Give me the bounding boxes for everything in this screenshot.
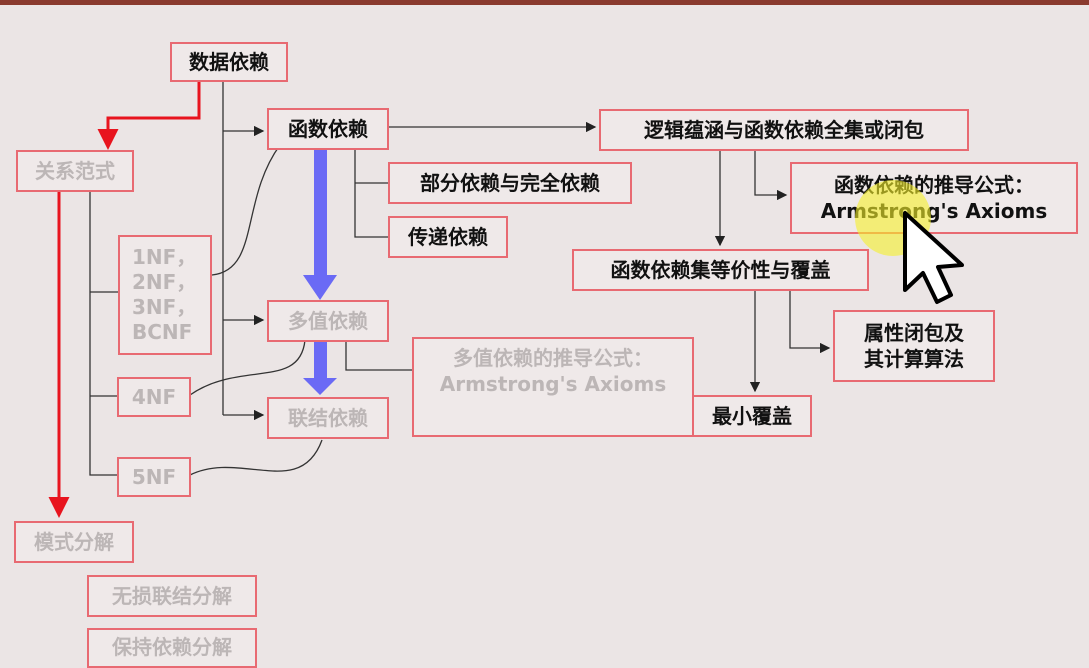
- mvd-axioms-line1: 多值依赖的推导公式：: [453, 346, 653, 370]
- node-lossless-join: 无损联结分解: [87, 575, 257, 617]
- node-fd-axioms: 函数依赖的推导公式： Armstrong's Axioms: [790, 162, 1078, 234]
- node-join-dependency: 联结依赖: [267, 397, 389, 439]
- node-data-dependency: 数据依赖: [170, 42, 288, 82]
- node-schema-decomposition: 模式分解: [14, 521, 134, 563]
- node-attribute-closure: 属性闭包及 其计算算法: [833, 310, 995, 382]
- node-multivalued-dependency: 多值依赖: [267, 300, 389, 342]
- node-mvd-axioms: 多值依赖的推导公式： Armstrong's Axioms: [412, 337, 694, 437]
- node-minimal-cover: 最小覆盖: [692, 395, 812, 437]
- node-relational-normal-forms: 关系范式: [16, 150, 134, 192]
- blue-arrows: [303, 150, 337, 395]
- node-transitive-dependency: 传递依赖: [388, 216, 508, 258]
- mvd-axioms-line2: Armstrong's Axioms: [439, 372, 667, 396]
- fd-axioms-line2: Armstrong's Axioms: [820, 199, 1048, 223]
- slide-top-bar: [0, 0, 1089, 5]
- nf-bcnf: BCNF: [132, 320, 193, 344]
- red-arrow-to-normal-forms: [97, 82, 201, 150]
- node-partial-full-dependency: 部分依赖与完全依赖: [388, 162, 632, 204]
- node-equivalence-cover: 函数依赖集等价性与覆盖: [572, 249, 869, 291]
- attribute-closure-line2: 其计算算法: [864, 347, 964, 371]
- nf-1: 1NF，: [132, 245, 197, 269]
- attribute-closure-line1: 属性闭包及: [864, 321, 964, 345]
- fd-axioms-line1: 函数依赖的推导公式：: [834, 173, 1034, 197]
- nf-3: 3NF，: [132, 295, 197, 319]
- node-logical-implication: 逻辑蕴涵与函数依赖全集或闭包: [599, 109, 969, 151]
- node-4nf: 4NF: [117, 377, 191, 417]
- nf-2: 2NF，: [132, 270, 197, 294]
- node-normal-forms-list: 1NF， 2NF， 3NF， BCNF: [118, 235, 212, 355]
- node-5nf: 5NF: [117, 457, 191, 497]
- node-dependency-preserving: 保持依赖分解: [87, 628, 257, 668]
- node-functional-dependency: 函数依赖: [267, 108, 389, 150]
